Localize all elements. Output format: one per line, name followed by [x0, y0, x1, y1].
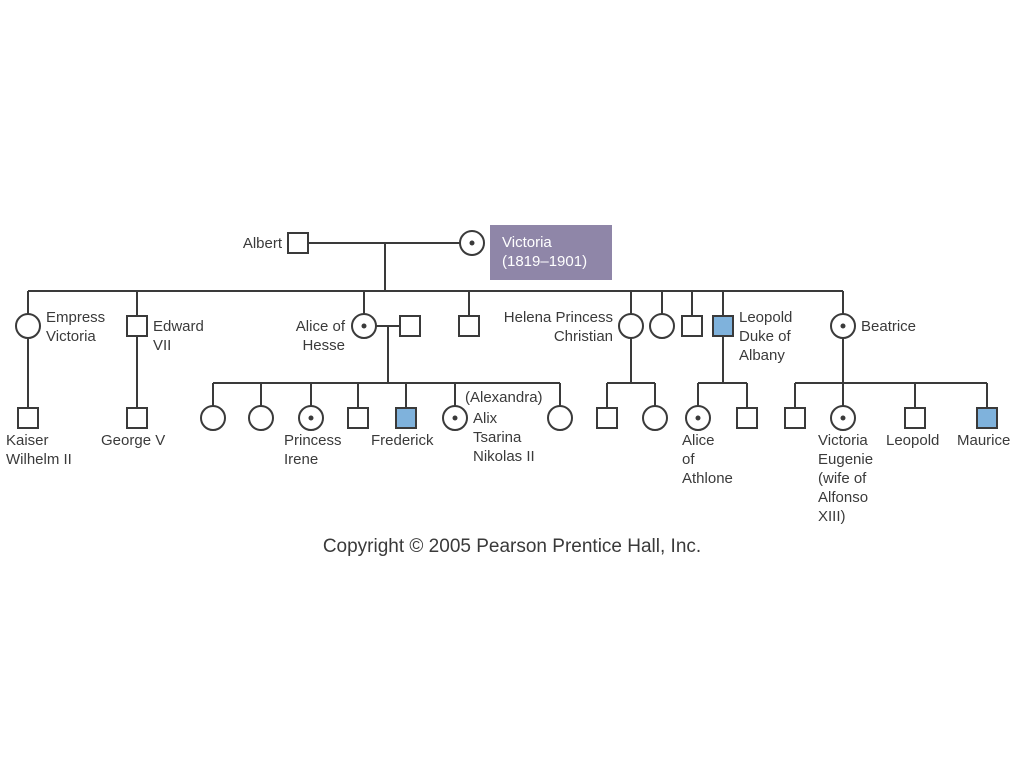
copyright-notice: Copyright © 2005 Pearson Prentice Hall, …: [322, 536, 702, 557]
victoria-highlight-box: [490, 225, 612, 280]
irene-carrier-dot: [308, 415, 314, 421]
helena-female-symbol: [618, 313, 644, 339]
hesse-son-male-symbol: [347, 407, 369, 429]
alix-label: Alix Tsarina Nikolas II: [473, 410, 535, 465]
beatrice-son-male-symbol: [784, 407, 806, 429]
edward-vii-male-symbol: [126, 315, 148, 337]
alice-athlone-carrier-dot: [695, 415, 701, 421]
kaiser-wilhelm-male-symbol: [17, 407, 39, 429]
alice-carrier-dot: [361, 323, 367, 329]
helena-son-male-symbol: [596, 407, 618, 429]
leopold-duke-label: Leopold Duke of Albany: [739, 309, 793, 364]
albert-label: Albert: [242, 235, 282, 252]
helena-daughter-symbol: [642, 405, 668, 431]
albert-male-symbol: [287, 232, 309, 254]
daughter-female-symbol: [649, 313, 675, 339]
son-male-symbol-2: [681, 315, 703, 337]
son-male-symbol: [458, 315, 480, 337]
hesse-daughter-2-symbol: [248, 405, 274, 431]
empress-victoria-female-symbol: [15, 313, 41, 339]
maurice-affected-symbol: [976, 407, 998, 429]
maurice-label: Maurice: [957, 432, 1011, 449]
hesse-daughter-1-symbol: [200, 405, 226, 431]
victoria-label: Victoria (1819–1901): [502, 234, 588, 270]
victoria-eugenie-label: Victoria Eugenie (wife of Alfonso XIII): [818, 432, 874, 525]
helena-princess-christian-label: Helena Princess Christian: [503, 309, 613, 345]
beatrice-label: Beatrice: [861, 318, 917, 335]
alice-husband-male-symbol: [399, 315, 421, 337]
edward-vii-label: Edward VII: [153, 318, 204, 354]
hesse-daughter-3-symbol: [547, 405, 573, 431]
leopold-grandson-male-symbol: [904, 407, 926, 429]
leopold-affected-symbol: [712, 315, 734, 337]
victoria-carrier-dot: [469, 240, 475, 246]
carrier-dots: [308, 240, 846, 421]
alice-of-athlone-label: Alice of Athlone: [682, 432, 733, 487]
alice-of-hesse-label: Alice of Hesse: [295, 318, 345, 354]
victoria-eugenie-carrier-dot: [840, 415, 846, 421]
frederick-affected-symbol: [395, 407, 417, 429]
leopold-grandson-label: Leopold: [886, 432, 940, 449]
princess-irene-label: Princess Irene: [284, 432, 342, 468]
george-v-label: George V: [101, 432, 166, 449]
george-v-male-symbol: [126, 407, 148, 429]
empress-victoria-label: Empress Victoria: [46, 309, 106, 345]
frederick-label: Frederick: [371, 432, 434, 449]
pedigree-symbols: [15, 230, 998, 431]
alix-carrier-dot: [452, 415, 458, 421]
alexandra-label: (Alexandra): [465, 389, 543, 406]
beatrice-carrier-dot: [840, 323, 846, 329]
leopold-son-male-symbol: [736, 407, 758, 429]
kaiser-wilhelm-label: Kaiser Wilhelm II: [6, 432, 72, 468]
pedigree-lines: [27, 242, 988, 408]
